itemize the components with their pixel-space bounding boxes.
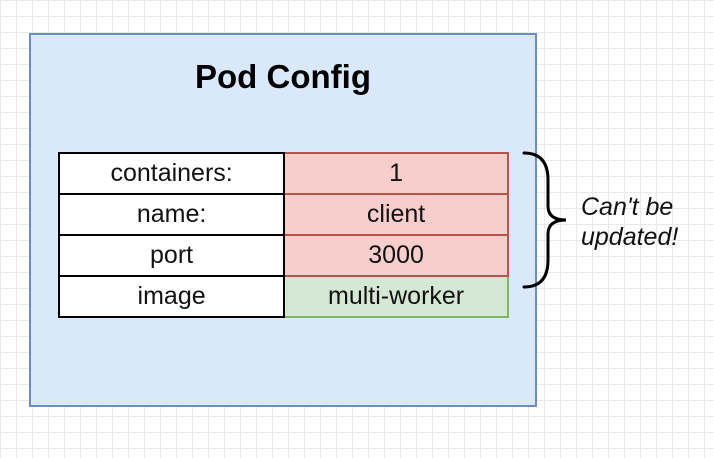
config-key: name: (57, 193, 286, 236)
note-line: Can't be (581, 193, 674, 221)
table-row: port 3000 (57, 234, 509, 277)
pod-config-title: Pod Config (195, 58, 371, 95)
table-row: containers: 1 (57, 152, 509, 195)
config-value: multi-worker (283, 275, 509, 318)
table-row: name: client (57, 193, 509, 236)
config-key: containers: (57, 152, 286, 195)
config-value: 3000 (283, 234, 509, 277)
config-key: image (57, 275, 286, 318)
config-value: 1 (283, 152, 509, 195)
config-table: containers: 1 name: client port 3000 ima… (57, 152, 509, 318)
config-key: port (57, 234, 286, 277)
note-line: updated! (581, 223, 679, 251)
curly-brace-icon (522, 151, 567, 289)
config-value: client (283, 193, 509, 236)
cannot-update-note: Can't be updated! (581, 192, 701, 252)
table-row: image multi-worker (57, 275, 509, 318)
